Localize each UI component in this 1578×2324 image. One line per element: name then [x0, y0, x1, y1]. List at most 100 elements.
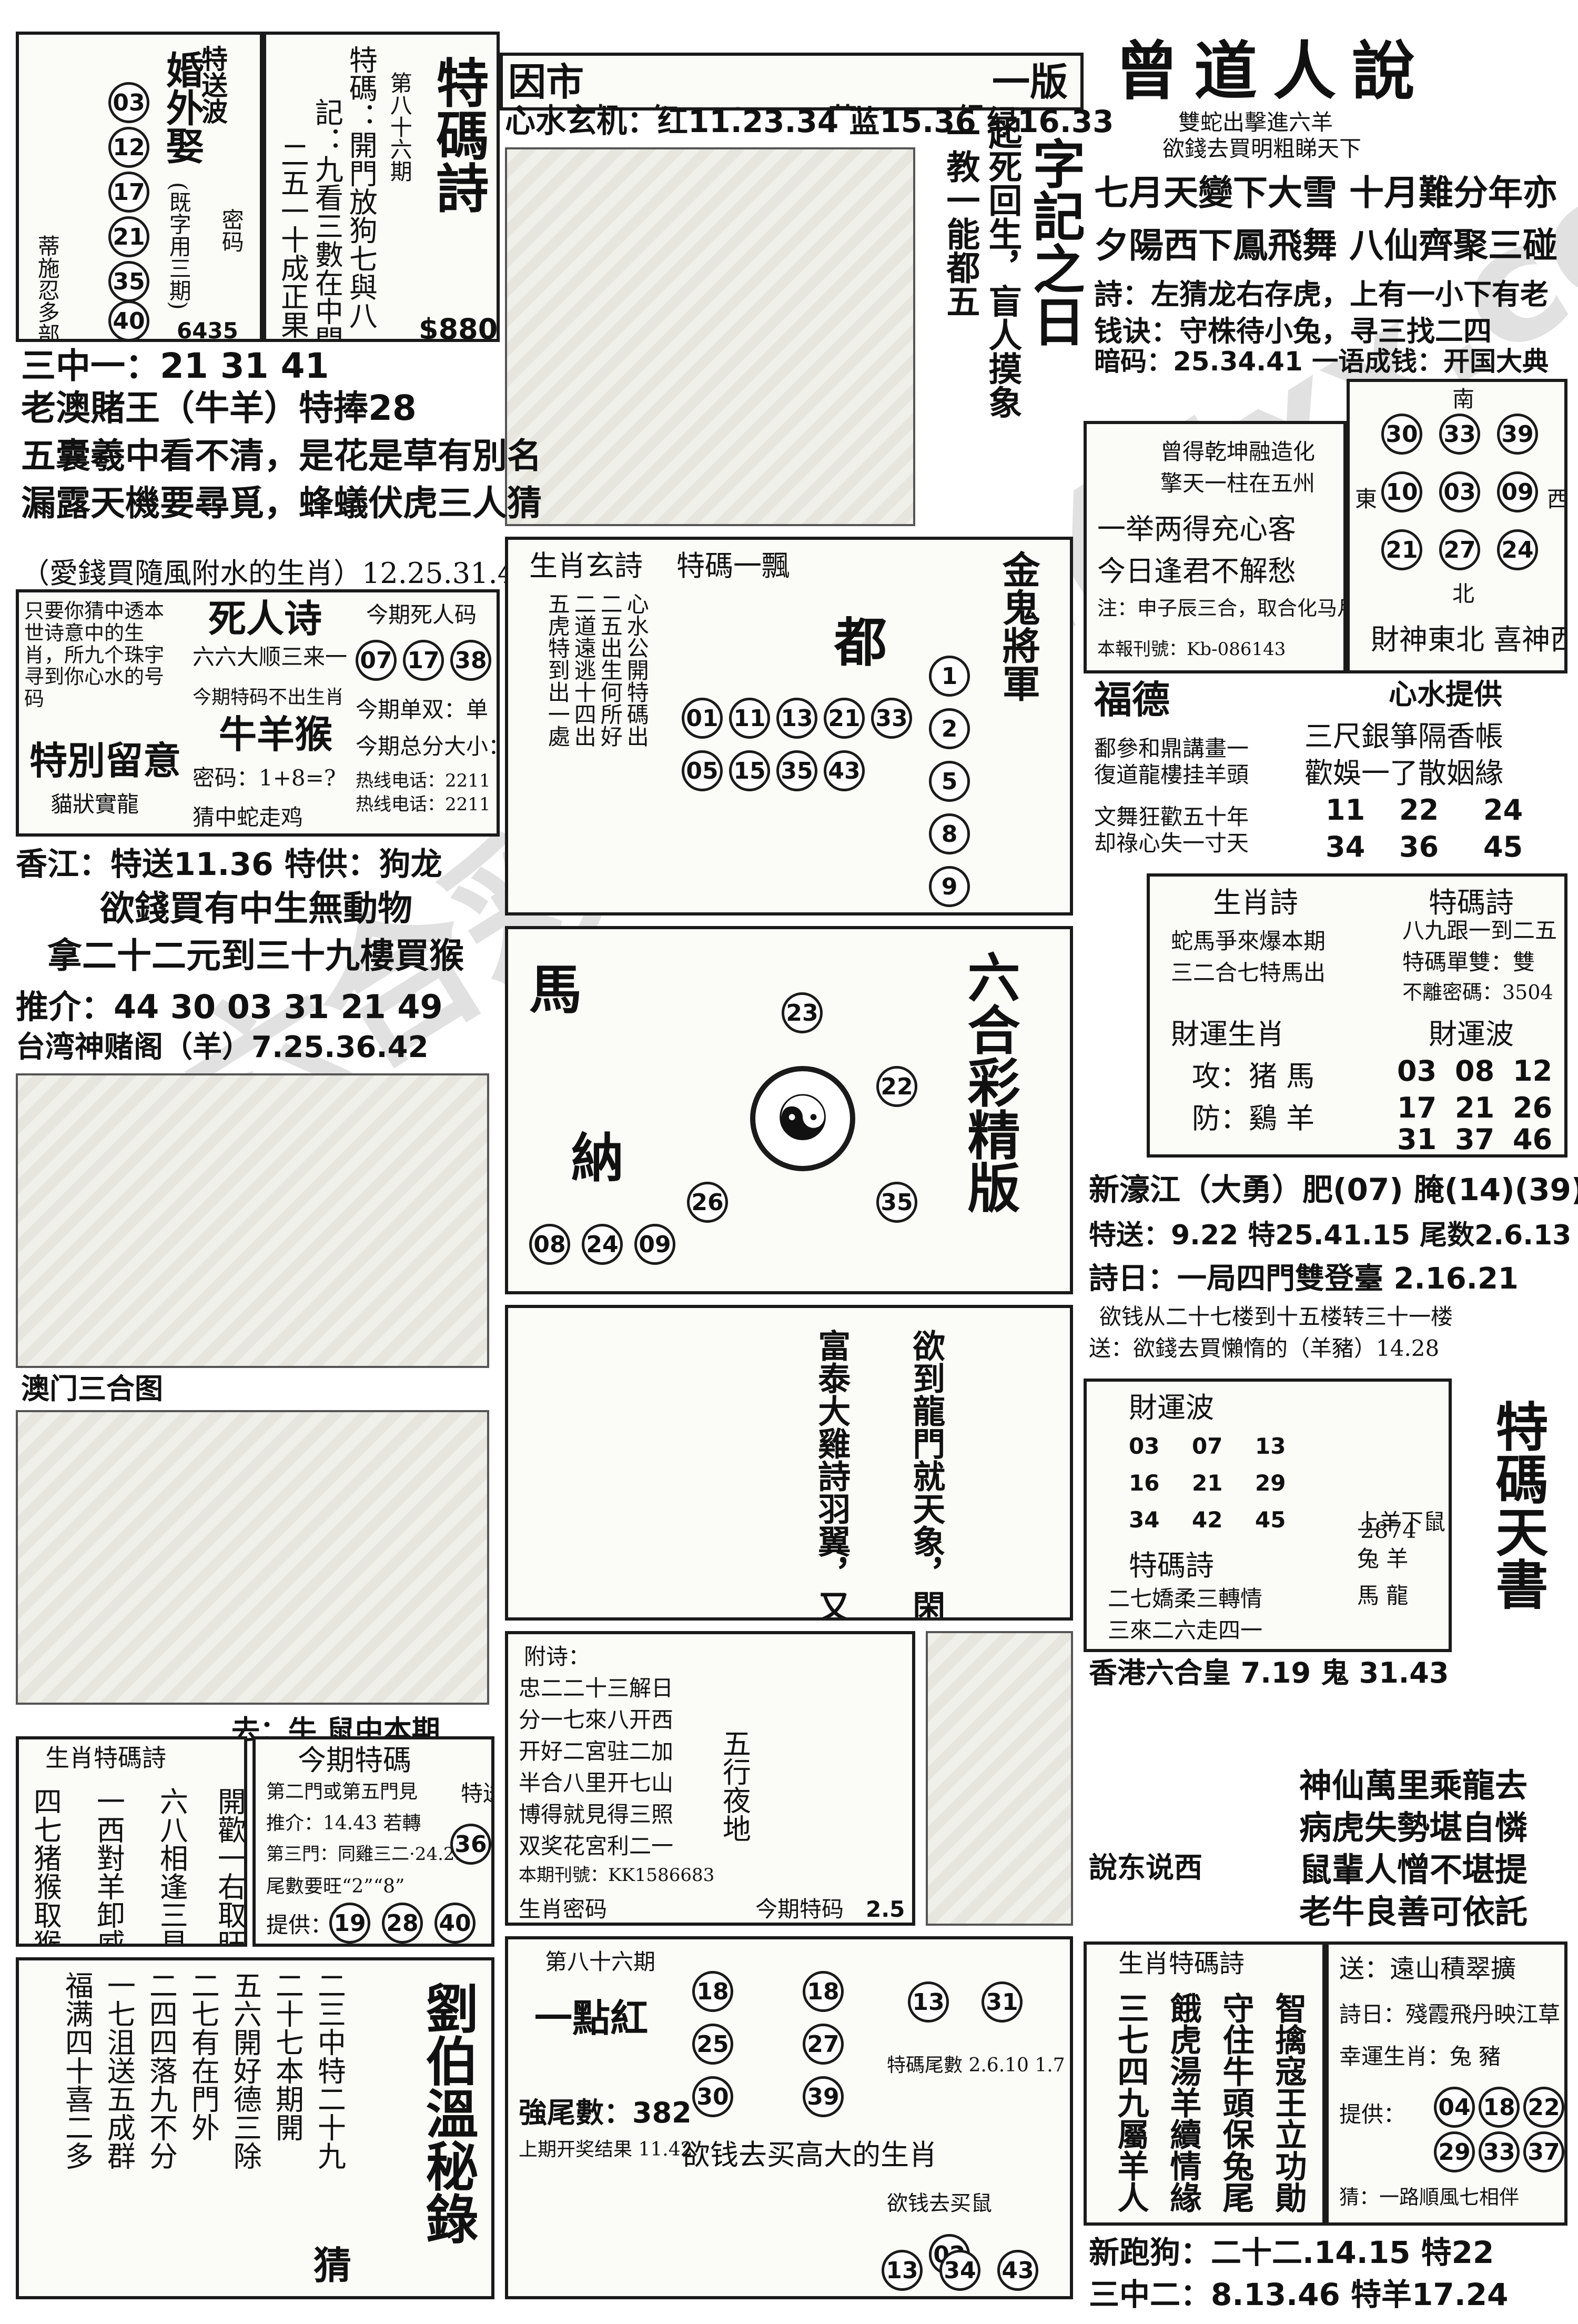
- midleft-line2: 欲錢買有中生無動物: [100, 888, 412, 929]
- zs-col: 智擒寇王立功勛: [1270, 1992, 1307, 2213]
- bml-code: 生肖密码: [519, 1896, 608, 1922]
- bfl-block: 劉伯溫秘錄 二三中特二十九 二十七本期開 五六開好德三除 二七有在門外 二四四落…: [16, 1957, 494, 2299]
- zodiac-line2: 老澳賭王（牛羊）特捧28: [21, 388, 417, 428]
- grid-odd-even: 今期单双：单: [356, 697, 489, 722]
- wave-num: 42: [1192, 1507, 1223, 1533]
- sx-line1: 蛇馬爭來爆本期: [1171, 928, 1326, 954]
- poem-price: $880: [419, 313, 498, 342]
- zeng-line2: 夕陽西下鳳飛舞 八仙齊聚三碰頭: [1094, 225, 1557, 266]
- wave-title: 財運波: [1129, 1391, 1214, 1424]
- wave-num: 21: [1192, 1470, 1223, 1496]
- fude-title: 福德: [1094, 677, 1170, 722]
- bml-line: 忠二二十三解日: [519, 1675, 674, 1701]
- bl-title: 生肖特碼詩: [45, 1744, 166, 1772]
- bfl-title: 劉伯溫秘錄: [417, 1981, 479, 2245]
- lr-poem3: 鼠輩人憎不堪提: [1299, 1850, 1528, 1889]
- zodiac-special: 生肖特碼詩 智擒寇王立功勛 守住牛頭保兔尾 餓虎湯羊續情緣 三七四九屬羊人: [1084, 1941, 1326, 2226]
- bl-te2: 推介：14.43 若轉: [266, 1813, 421, 1834]
- center-title-b: 特碼一飄: [676, 549, 790, 582]
- center-title-a: 生肖玄詩: [529, 549, 643, 582]
- bml-tip: 今期特码: [755, 1896, 844, 1922]
- sx-wave: 31: [1397, 1123, 1437, 1156]
- wave-num: 29: [1255, 1470, 1286, 1496]
- marriage-sub: (既字用三期): [166, 182, 192, 310]
- bfl-line: 二七有在門外: [186, 1971, 220, 2141]
- bml-line: 分一七來八开西: [519, 1707, 674, 1733]
- sx-poem2: 特碼單雙：雙: [1402, 949, 1535, 975]
- bl-zodiac-box: 生肖特碼詩 四七猪猴取猴猪 一西對羊卸威要 六八相逢三見成 開歡一右取旺歡: [16, 1736, 247, 1947]
- center-poem: 二五出生何所好: [597, 592, 623, 747]
- fude-line2: 歡娛一了散姻緣: [1304, 757, 1503, 790]
- lr-box-num: 33: [1479, 2131, 1520, 2172]
- illustration-general: [926, 1631, 1073, 1926]
- wave-num: 34: [1129, 1507, 1160, 1533]
- bc-num: 27: [803, 2024, 844, 2065]
- sx-poem-title: 特碼詩: [1429, 886, 1514, 919]
- bl-te4: 尾數要旺“2”“8”: [266, 1876, 405, 1897]
- bfl-line: 二十七本期開: [270, 1971, 304, 2141]
- poem-title: 特碼詩: [427, 56, 489, 214]
- zs-footer2: 三中二：8.13.46 特羊17.24: [1089, 2277, 1509, 2312]
- bc-num: 31: [982, 1981, 1023, 2023]
- fude-poem4: 却祿心失一寸天: [1094, 830, 1249, 856]
- code-number: 6435: [177, 318, 238, 342]
- grid-footer: 猜中蛇走鸡: [193, 804, 304, 830]
- bfl-line: 二三中特二十九: [312, 1971, 346, 2170]
- lr-box-num: 22: [1523, 2087, 1564, 2128]
- grid-num: 05: [682, 750, 723, 791]
- rm-id: 本報刊號：Kb-086143: [1097, 639, 1286, 660]
- liuhe-title: 六合彩精版: [958, 950, 1020, 1213]
- taiji-num: 23: [782, 992, 823, 1033]
- grid-num: 43: [824, 750, 865, 791]
- bc-num: 25: [692, 2024, 733, 2065]
- bl-special-num: 36: [450, 1824, 491, 1865]
- header-line: 心水玄机：红11.23.34 蓝15.36 绿16.33: [508, 103, 1075, 107]
- fude-num: 36: [1399, 830, 1439, 863]
- jin-num: 5: [929, 761, 970, 802]
- grid-num: 13: [776, 698, 817, 739]
- mid-poem: 欲到龍門就天象，閑防不許暫離營: [907, 1329, 946, 1621]
- bfl-line: 福满四十喜二多: [60, 1971, 94, 2170]
- marriage-title: 婚外娶: [159, 51, 205, 164]
- num-circle: 03: [108, 82, 149, 123]
- bl-special: 特送: [461, 1780, 491, 1806]
- taiji-num: 26: [687, 1182, 728, 1223]
- center-liuhe-block: 六合彩精版 馬 納 23 22 35 26 08 24 09 ☯: [505, 926, 1073, 1294]
- lr-subtitle: 說东说西: [1089, 1851, 1202, 1884]
- compass-north: 北: [1452, 581, 1475, 607]
- zodiac-line5: （愛錢買隨風附水的生肖）12.25.31.44: [21, 557, 534, 590]
- wave-num: 03: [1129, 1433, 1160, 1459]
- zs-col: 三七四九屬羊人: [1112, 1992, 1149, 2213]
- compass-num: 09: [1497, 471, 1538, 512]
- wave-num: 16: [1129, 1470, 1160, 1496]
- zeng-line5: 暗码：25.34.41 一语成钱：开国大典: [1094, 346, 1549, 374]
- num-circle: 17: [403, 640, 444, 681]
- grid-num: 21: [824, 698, 865, 739]
- sx-wave: 12: [1513, 1054, 1553, 1088]
- na-label: 納: [571, 1127, 624, 1189]
- death-poem-grid: 只要你猜中透本世诗意中的生肖，所九个珠宇寻到你心水的号码 死人诗 六六大顺三来一…: [16, 589, 500, 837]
- bml-line: 开好二宮驻二加: [519, 1738, 674, 1764]
- zodiac-line4: 漏露天機要尋覓，蜂蟻伏虎三人猜: [21, 482, 542, 524]
- bfl-tail: 猜: [313, 2243, 352, 2288]
- num-circle: 17: [108, 172, 149, 213]
- fude-poem2: 復道龍樓挂羊頭: [1094, 762, 1249, 788]
- zeng-line3: 詩：左猜龙右存虎，上有一小下有老: [1094, 278, 1549, 311]
- special-sub: 貓狀實龍: [50, 791, 139, 817]
- poem-line: 記：九看三數在中間: [310, 98, 343, 342]
- compass-num: 39: [1497, 414, 1538, 455]
- bc-num: 34: [939, 2250, 980, 2291]
- header-band: 因市 心水玄机：红11.23.34 蓝15.36 绿16.33 一版: [500, 53, 1084, 110]
- rm-line3: 一举两得充心客: [1097, 512, 1296, 546]
- story-line: 一教一能都五: [940, 116, 980, 318]
- rm-line5: 注：申子辰三合，取合化马月: [1097, 597, 1347, 620]
- zs-col: 餓虎湯羊續情緣: [1165, 1992, 1201, 2213]
- te-song-column: 特送波: [197, 45, 228, 124]
- zodiac-line1: 三中一：21 31 41: [21, 346, 329, 386]
- center-box-label: 都: [834, 611, 887, 673]
- bl-te-num: 40: [434, 1903, 476, 1944]
- shengxiao-box: 生肖詩 蛇馬爭來爆本期 三二合七特馬出 特碼詩 八九跟一到二五 特碼單雙：雙 不…: [1147, 873, 1567, 1158]
- compass-east: 東: [1355, 486, 1378, 512]
- special-title: 特別留意: [29, 738, 181, 783]
- tianshu-line: 兔 羊: [1357, 1546, 1409, 1572]
